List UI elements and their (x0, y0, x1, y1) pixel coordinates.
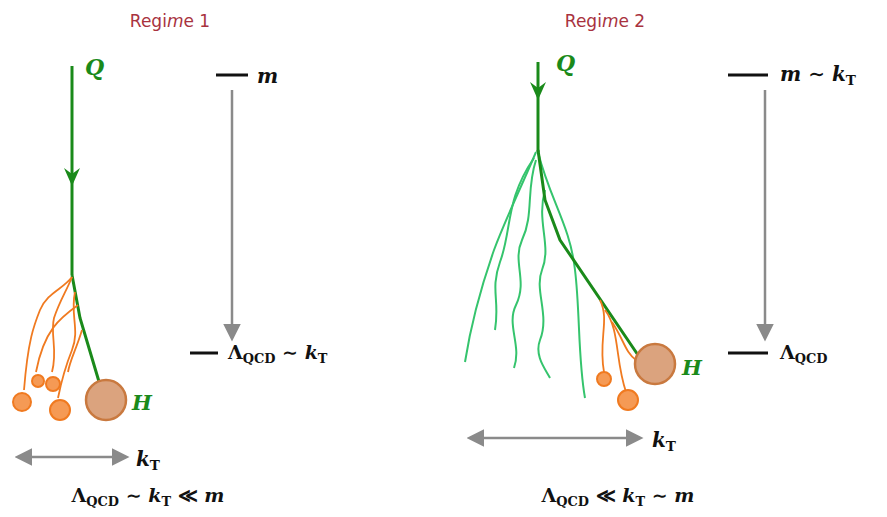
regime-2-shower (465, 62, 768, 438)
scale-label: m (257, 66, 278, 86)
particle-label: Q (85, 56, 104, 78)
particle-label: Q (556, 52, 575, 74)
regime-1-shower (13, 66, 248, 457)
particle-label: H (682, 357, 702, 378)
regime-title: Regime 2 (565, 13, 645, 30)
width-label: kT (136, 449, 160, 472)
particle-label: H (132, 392, 152, 413)
scale-label: ΛQCD ∼ kT (228, 343, 327, 366)
regime-condition: ΛQCD ∼ kT ≪ m (72, 486, 225, 509)
scale-label: ΛQCD (780, 343, 827, 366)
regime-title: Regime 1 (130, 13, 210, 30)
scale-label: m ∼ kT (780, 64, 856, 87)
regime-condition: ΛQCD ≪ kT ∼ m (542, 486, 695, 509)
width-label: kT (652, 430, 676, 453)
